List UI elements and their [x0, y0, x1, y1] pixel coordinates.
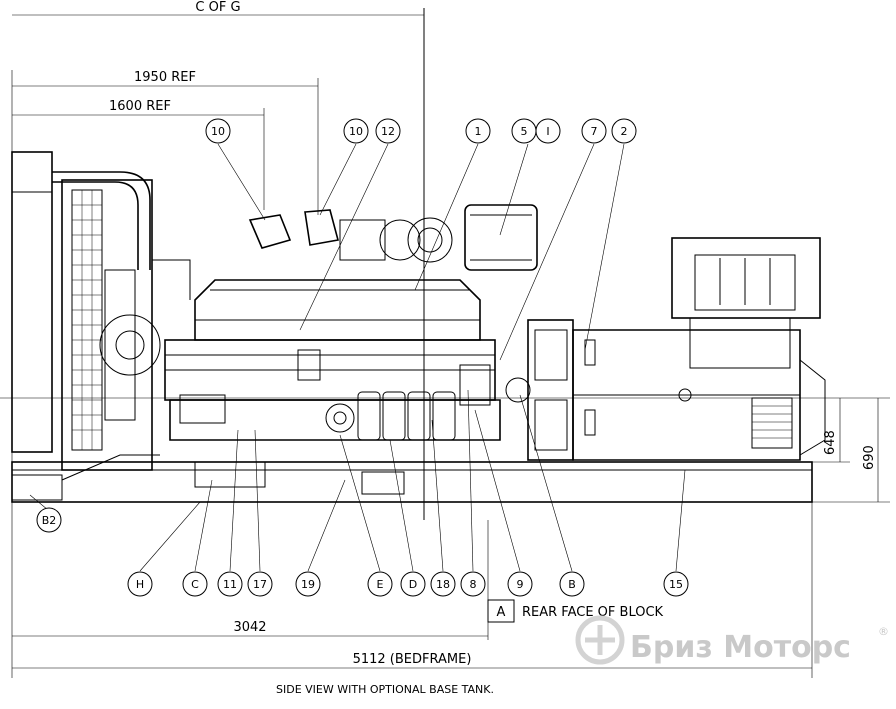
radiator — [11, 151, 191, 471]
balloon-label: 10 — [349, 125, 363, 138]
balloon-label: 10 — [211, 125, 225, 138]
balloon-label: B — [568, 578, 576, 591]
balloon-label: I — [546, 125, 549, 138]
balloon-label: 5 — [521, 125, 528, 138]
balloons-bottom: H C 11 17 19 E D 18 8 9 B 15 — [127, 571, 689, 597]
balloons-top: 10 10 12 1 5 I 7 2 — [205, 118, 637, 144]
balloon-label: 2 — [621, 125, 628, 138]
balloon-label: 18 — [436, 578, 450, 591]
dim-690-label: 690 — [862, 445, 877, 470]
balloon-label: 9 — [517, 578, 524, 591]
ref-1600-label: 1600 REF — [109, 99, 171, 114]
ref-1950-label: 1950 REF — [134, 70, 196, 85]
dimension-lines-bottom — [11, 502, 813, 678]
dim-5112-label: 5112 (BEDFRAME) — [353, 652, 472, 667]
dimension-lines-top — [11, 8, 425, 520]
balloon-label: C — [191, 578, 199, 591]
balloon-label: 17 — [253, 578, 267, 591]
balloon-label: 11 — [223, 578, 237, 591]
watermark-text: Бриз Моторс — [630, 630, 851, 665]
leader-lines — [29, 143, 686, 572]
engine — [164, 204, 538, 441]
c-of-g-label: C OF G — [195, 0, 240, 15]
balloon-label: 8 — [470, 578, 477, 591]
balloon-b2: B2 — [36, 507, 62, 533]
balloon-label: 1 — [475, 125, 482, 138]
balloon-label: E — [377, 578, 384, 591]
balloon-label: 12 — [381, 125, 395, 138]
dim-648-label: 648 — [823, 430, 838, 455]
watermark: Бриз Моторс ® — [575, 615, 889, 665]
balloon-label: B2 — [42, 514, 57, 527]
rear-face-of-block: A REAR FACE OF BLOCK — [487, 520, 664, 640]
balloon-label: 15 — [669, 578, 683, 591]
balloon-label: D — [409, 578, 417, 591]
dim-3042-label: 3042 — [233, 620, 266, 635]
rear-face-label: REAR FACE OF BLOCK — [522, 605, 664, 620]
base-frame — [11, 454, 813, 503]
balloon-label: 7 — [591, 125, 598, 138]
rear-face-letter: A — [497, 605, 506, 620]
balloon-label: 19 — [301, 578, 315, 591]
drawing-caption: SIDE VIEW WITH OPTIONAL BASE TANK. — [276, 683, 494, 696]
watermark-reg: ® — [878, 625, 889, 638]
alternator — [527, 237, 826, 461]
balloon-label: H — [136, 578, 144, 591]
